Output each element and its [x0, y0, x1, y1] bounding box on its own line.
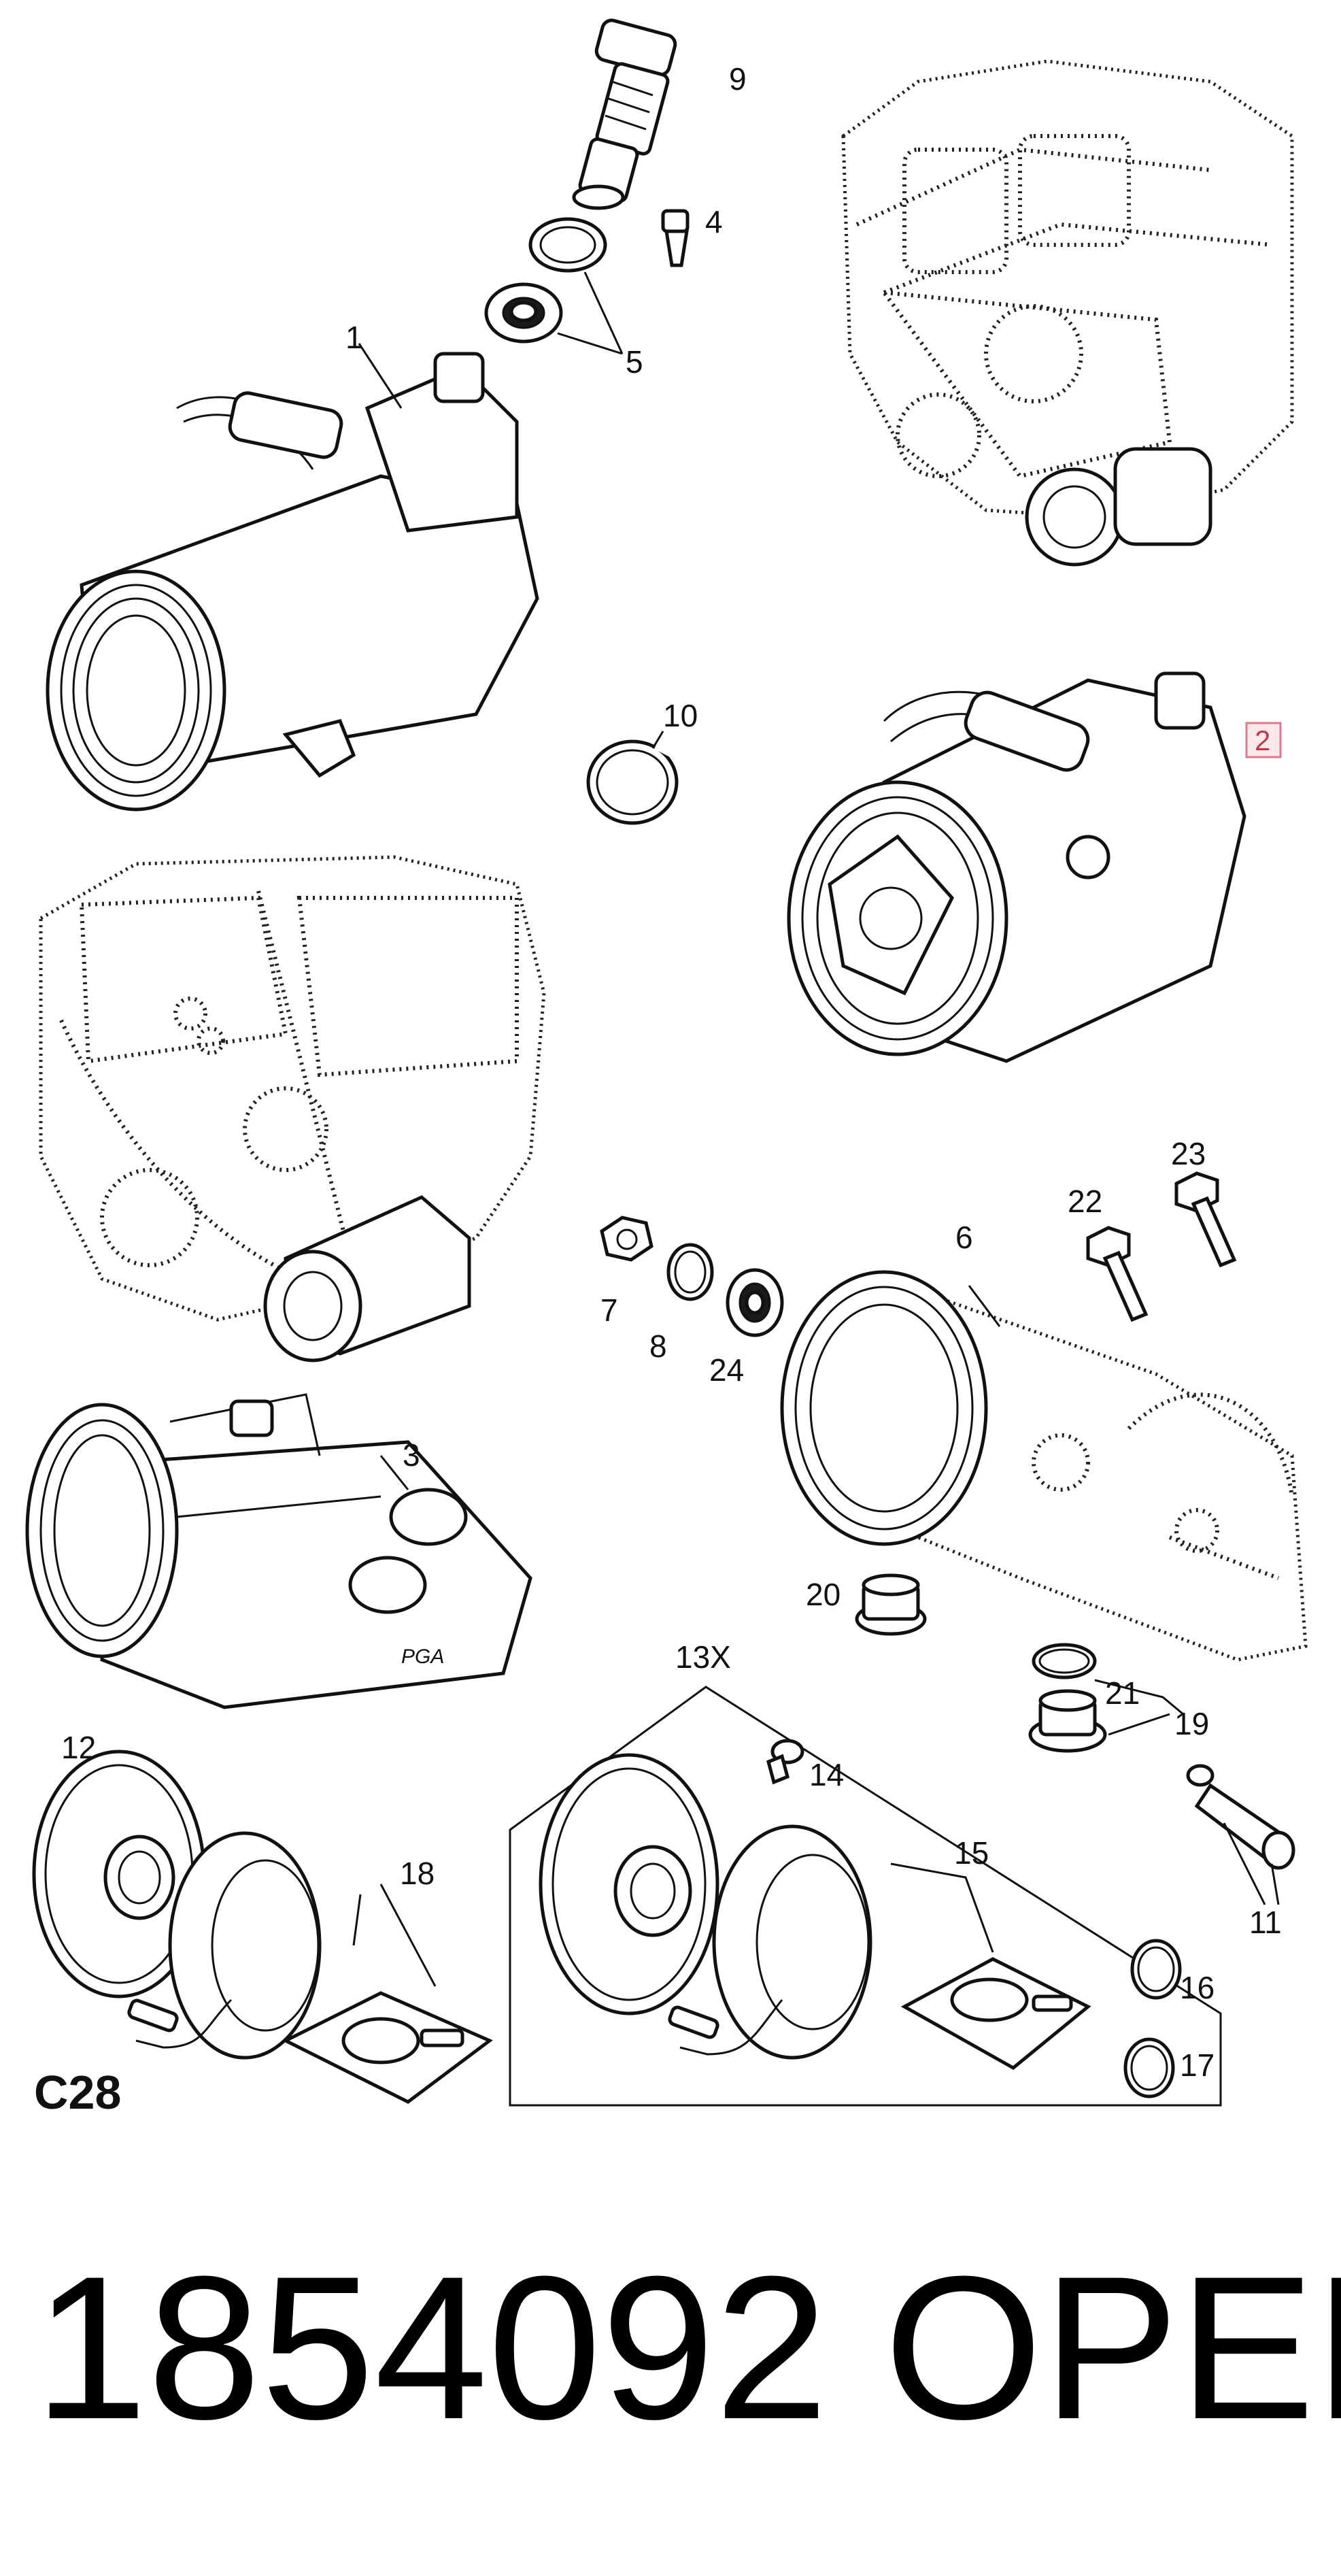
- plug-part-19: [1028, 1689, 1107, 1753]
- engine-illustration-middle: [39, 855, 546, 1362]
- highlight-box-2: [1245, 722, 1282, 758]
- callout-13x: 13X: [675, 1639, 731, 1675]
- sensor-part-11: [1186, 1764, 1295, 1870]
- section-code: C28: [34, 2066, 121, 2119]
- callout-20: 20: [806, 1577, 841, 1612]
- callout-6: 6: [955, 1220, 973, 1255]
- brand-name: OPEL: [884, 2233, 1341, 2462]
- seal-part-24: [726, 1268, 784, 1337]
- screw-part-14: [766, 1739, 804, 1785]
- callout-4: 4: [705, 204, 723, 239]
- callout-15: 15: [954, 1835, 989, 1871]
- callout-14: 14: [809, 1757, 844, 1792]
- part-number: 1854092: [34, 2233, 828, 2462]
- bolt-part-22: [1086, 1226, 1149, 1322]
- callout-10: 10: [663, 698, 698, 733]
- ring-part-8: [666, 1243, 714, 1301]
- callout-11: 11: [1249, 1905, 1282, 1940]
- plug-part-20: [855, 1573, 927, 1636]
- snap-ring-part-16: [1130, 1939, 1182, 2000]
- callout-3: 3: [403, 1437, 420, 1473]
- compressor-part-3: PGA: [25, 1393, 532, 1709]
- seal-ring-part-5: [484, 217, 607, 344]
- callout-18: 18: [400, 1856, 435, 1891]
- callout-23: 23: [1171, 1136, 1206, 1171]
- compressor-part-1: [46, 352, 539, 812]
- callout-9: 9: [729, 61, 747, 97]
- callout-24: 24: [709, 1352, 744, 1388]
- callout-21: 21: [1105, 1675, 1140, 1711]
- kit-13x-frame: [509, 1686, 1222, 2107]
- clutch-plate-13x: [539, 1753, 719, 2015]
- engine-illustration-top: [841, 59, 1294, 567]
- callout-22: 22: [1068, 1184, 1102, 1219]
- bolt-part-23: [1174, 1171, 1237, 1268]
- callout-5: 5: [626, 344, 643, 380]
- nut-part-7: [600, 1216, 653, 1262]
- snap-ring-part-10: [586, 739, 679, 825]
- o-ring-part-21: [1032, 1643, 1097, 1679]
- callout-12: 12: [61, 1730, 96, 1765]
- valve-part-9: [572, 18, 677, 210]
- compressor-part-6: [780, 1270, 1308, 1662]
- callout-8: 8: [649, 1328, 667, 1364]
- clutch-coil-part-15: [668, 1824, 1091, 2071]
- snap-ring-part-17: [1123, 2037, 1175, 2098]
- callout-17: 17: [1180, 2047, 1215, 2083]
- callout-7: 7: [600, 1292, 618, 1328]
- compressor-part-2: [787, 671, 1246, 1063]
- callout-1: 1: [345, 320, 363, 355]
- clutch-coil-part-18: [127, 1831, 493, 2104]
- callout-16: 16: [1180, 1970, 1215, 2005]
- callout-19: 19: [1174, 1706, 1209, 1741]
- compressor-marking: PGA: [401, 1645, 444, 1668]
- callout-2: 2: [1255, 724, 1270, 756]
- screw-part-4: [661, 209, 690, 267]
